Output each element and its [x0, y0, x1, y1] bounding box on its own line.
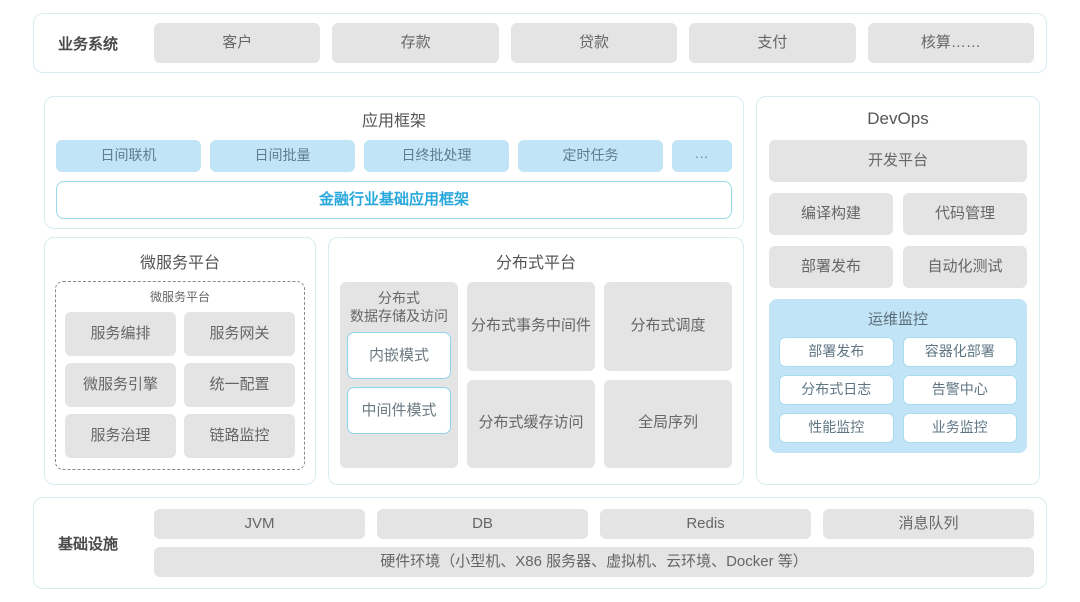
- distributed-chip-transaction-middleware-line1: 分布式: [470, 316, 516, 334]
- application-framework-card: 应用框架 日间联机 日间批量 日终批处理 定时任务 ... 金融行业基础应用框架: [44, 96, 744, 229]
- financial-base-framework-bar[interactable]: 金融行业基础应用框架: [56, 181, 732, 219]
- devops-chip-dev-platform[interactable]: 开发平台: [769, 140, 1027, 182]
- framework-chip-more[interactable]: ...: [672, 140, 732, 172]
- distributed-data-storage-line1: 分布式: [378, 290, 420, 306]
- microservice-items-grid: 服务编排 服务网关 微服务引擎 统一配置 服务治理 链路监控: [65, 312, 295, 458]
- distributed-chip-transaction-middleware[interactable]: 分布式 事务中间件: [467, 282, 595, 371]
- distributed-chip-global-sequence[interactable]: 全局序列: [604, 379, 732, 468]
- application-framework-title: 应用框架: [361, 113, 426, 130]
- devops-chip-compile-build[interactable]: 编译构建: [769, 193, 893, 235]
- framework-chip-scheduled-task[interactable]: 定时任务: [518, 140, 663, 172]
- microservice-platform-title: 微服务平台: [139, 255, 220, 272]
- microservice-chip-service-orchestration[interactable]: 服务编排: [65, 312, 176, 356]
- ops-monitoring-title: 运维监控: [867, 311, 928, 328]
- devops-chip-automated-testing[interactable]: 自动化测试: [903, 246, 1027, 288]
- distributed-mode-middleware[interactable]: 中间件模式: [347, 387, 451, 435]
- business-chip-deposit[interactable]: 存款: [332, 23, 499, 63]
- infra-chip-db[interactable]: DB: [377, 509, 588, 539]
- microservice-chip-service-gateway[interactable]: 服务网关: [184, 312, 295, 356]
- distributed-platform-body: 分布式 数据存储及访问 内嵌模式 中间件模式 分布式 事务中间件 分布式调度 分…: [340, 282, 732, 468]
- distributed-platform-title: 分布式平台: [495, 255, 576, 272]
- infrastructure-top-chips: JVM DB Redis 消息队列: [154, 509, 1034, 539]
- framework-chip-daytime-online[interactable]: 日间联机: [56, 140, 201, 172]
- distributed-data-storage-line2: 数据存储及访问: [350, 308, 448, 325]
- business-systems-row: 业务系统 客户 存款 贷款 支付 核算……: [33, 13, 1047, 73]
- ops-chip-deploy-release[interactable]: 部署发布: [779, 337, 894, 367]
- devops-pair-row-2: 部署发布 自动化测试: [769, 246, 1027, 288]
- microservice-dashed-box: 微服务平台 服务编排 服务网关 微服务引擎 统一配置 服务治理 链路监控: [55, 281, 305, 470]
- devops-chip-code-management[interactable]: 代码管理: [903, 193, 1027, 235]
- framework-chip-eod-batch[interactable]: 日终批处理: [364, 140, 509, 172]
- devops-title: DevOps: [867, 109, 929, 128]
- infrastructure-stack: JVM DB Redis 消息队列 硬件环境（小型机、X86 服务器、虚拟机、云…: [154, 509, 1034, 577]
- framework-chip-daytime-batch[interactable]: 日间批量: [210, 140, 355, 172]
- ops-monitoring-block: 运维监控 部署发布 容器化部署 分布式日志 告警中心 性能监控 业务监控: [769, 299, 1027, 453]
- microservice-chip-unified-config[interactable]: 统一配置: [184, 363, 295, 407]
- distributed-platform-card: 分布式平台 分布式 数据存储及访问 内嵌模式 中间件模式 分布式 事务中间件 分…: [328, 237, 744, 485]
- business-chip-payment[interactable]: 支付: [689, 23, 856, 63]
- infra-chip-hardware-environment[interactable]: 硬件环境（小型机、X86 服务器、虚拟机、云环境、Docker 等）: [154, 547, 1034, 577]
- microservice-platform-card: 微服务平台 微服务平台 服务编排 服务网关 微服务引擎 统一配置 服务治理 链路…: [44, 237, 316, 485]
- microservice-chip-trace-monitoring[interactable]: 链路监控: [184, 414, 295, 458]
- distributed-data-storage-caption: 分布式 数据存储及访问: [347, 289, 451, 325]
- distributed-mode-embedded[interactable]: 内嵌模式: [347, 332, 451, 380]
- distributed-chip-cache-access-line1: 分布式: [478, 414, 524, 432]
- microservice-chip-microservice-engine[interactable]: 微服务引擎: [65, 363, 176, 407]
- ops-chip-alert-center[interactable]: 告警中心: [902, 375, 1017, 405]
- microservice-chip-service-governance[interactable]: 服务治理: [65, 414, 176, 458]
- devops-card: DevOps 开发平台 编译构建 代码管理 部署发布 自动化测试 运维监控 部署…: [756, 96, 1040, 485]
- infrastructure-bottom-chip-wrap: 硬件环境（小型机、X86 服务器、虚拟机、云环境、Docker 等）: [154, 547, 1034, 577]
- infrastructure-row: 基础设施 JVM DB Redis 消息队列 硬件环境（小型机、X86 服务器、…: [33, 497, 1047, 589]
- distributed-chip-cache-access[interactable]: 分布式 缓存访问: [467, 379, 595, 468]
- business-systems-label: 业务系统: [58, 35, 119, 53]
- middle-left-area: 应用框架 日间联机 日间批量 日终批处理 定时任务 ... 金融行业基础应用框架…: [44, 96, 744, 485]
- distributed-chip-scheduling[interactable]: 分布式调度: [604, 282, 732, 371]
- devops-pair-row-1: 编译构建 代码管理: [769, 193, 1027, 235]
- infrastructure-label: 基础设施: [58, 535, 119, 553]
- devops-chip-deploy-release[interactable]: 部署发布: [769, 246, 893, 288]
- business-systems-chips: 客户 存款 贷款 支付 核算……: [154, 23, 1035, 63]
- business-chip-loan[interactable]: 贷款: [510, 23, 678, 63]
- infra-chip-jvm[interactable]: JVM: [154, 509, 365, 539]
- infra-chip-redis[interactable]: Redis: [600, 509, 811, 539]
- microservice-inner-title: 微服务平台: [149, 290, 210, 304]
- ops-chip-performance-monitoring[interactable]: 性能监控: [779, 413, 894, 443]
- ops-chip-business-monitoring[interactable]: 业务监控: [902, 413, 1017, 443]
- business-chip-accounting[interactable]: 核算……: [867, 23, 1035, 63]
- application-framework-chips: 日间联机 日间批量 日终批处理 定时任务 ...: [56, 140, 732, 172]
- ops-chip-distributed-log[interactable]: 分布式日志: [779, 375, 894, 405]
- distributed-chip-transaction-middleware-line2: 事务中间件: [516, 316, 592, 334]
- infra-chip-message-queue[interactable]: 消息队列: [823, 509, 1034, 539]
- business-chip-customer[interactable]: 客户: [154, 23, 321, 63]
- distributed-data-storage-card[interactable]: 分布式 数据存储及访问 内嵌模式 中间件模式: [340, 282, 458, 468]
- ops-chip-containerized-deploy[interactable]: 容器化部署: [902, 337, 1017, 367]
- ops-monitoring-grid: 部署发布 容器化部署 分布式日志 告警中心 性能监控 业务监控: [779, 337, 1017, 443]
- distributed-right-grid: 分布式 事务中间件 分布式调度 分布式 缓存访问 全局序列: [467, 282, 732, 468]
- distributed-chip-cache-access-line2: 缓存访问: [523, 414, 584, 432]
